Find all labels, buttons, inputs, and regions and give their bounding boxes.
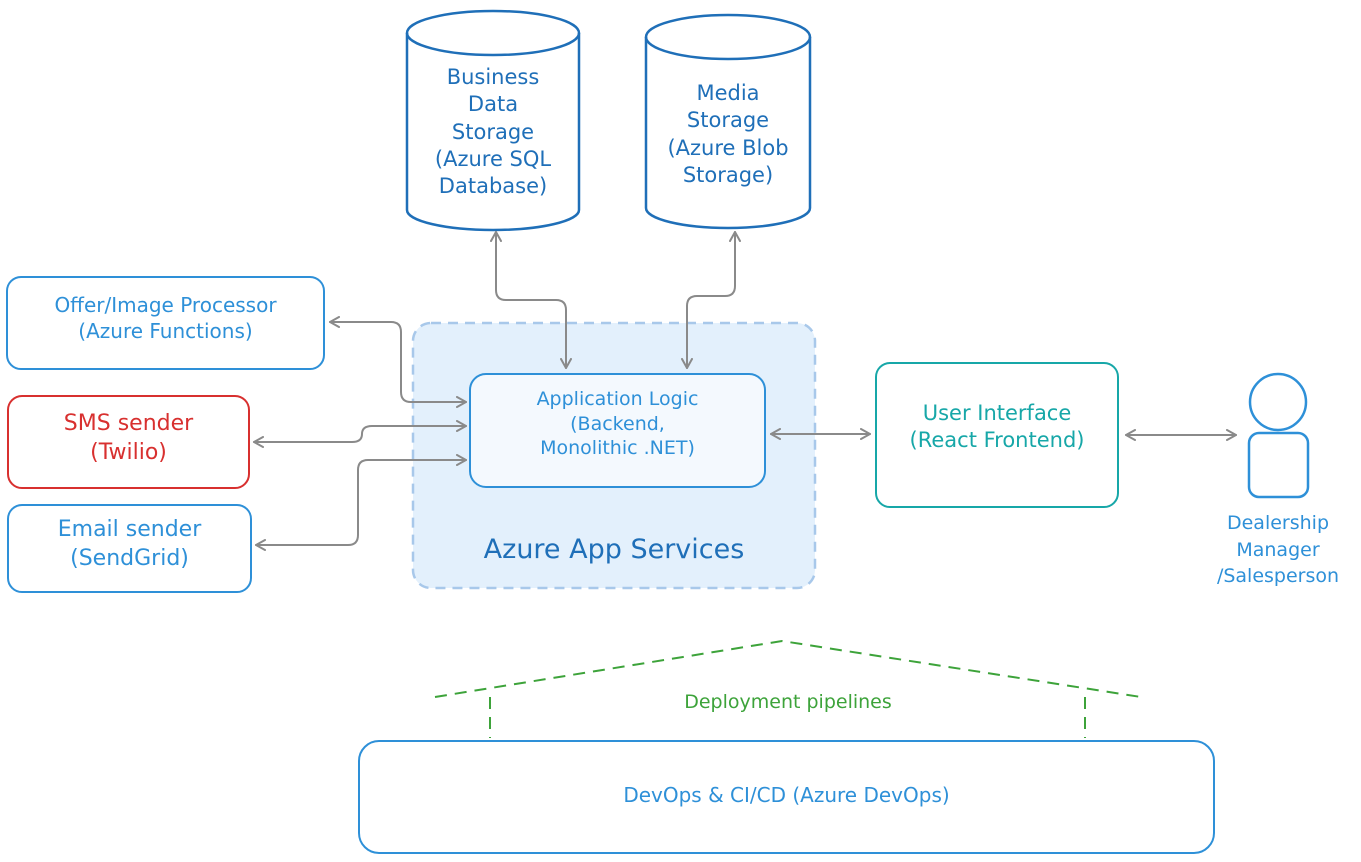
- sms-sender-line: SMS sender: [63, 411, 194, 436]
- email-sender-box: [7, 504, 252, 593]
- deployment-pipelines-label: Deployment pipelines: [588, 690, 988, 715]
- user-interface-box: [875, 362, 1119, 508]
- business-db-line: Business: [446, 65, 540, 89]
- user-interface-label: User Interface (React Frontend): [876, 400, 1118, 455]
- media-storage-label: Media Storage (Azure Blob Storage): [646, 80, 810, 189]
- devops-box: [358, 740, 1215, 854]
- arrow-email-sender-app-logic: [255, 454, 467, 551]
- actor-line: Dealership: [1226, 512, 1330, 534]
- offer-processor-line: (Azure Functions): [78, 319, 253, 343]
- azure-app-services-text: Azure App Services: [483, 534, 745, 565]
- user-interface-line: (React Frontend): [909, 428, 1085, 453]
- application-logic-box: [469, 373, 766, 488]
- offer-processor-box: [6, 276, 325, 370]
- azure-app-services-label: Azure App Services: [413, 532, 815, 567]
- devops-label: DevOps & CI/CD (Azure DevOps): [359, 782, 1214, 808]
- arrow-sms-sender-app-logic: [253, 420, 467, 448]
- user-interface-line: User Interface: [922, 401, 1072, 425]
- actor-line: /Salesperson: [1216, 565, 1340, 588]
- devops-text: DevOps & CI/CD (Azure DevOps): [623, 783, 950, 807]
- business-db-line: Data: [467, 92, 519, 117]
- application-logic-label: Application Logic (Backend, Monolithic .…: [470, 387, 765, 461]
- actor-icon: [1247, 372, 1310, 499]
- actor-line: Manager: [1236, 538, 1320, 561]
- offer-processor-label: Offer/Image Processor (Azure Functions): [7, 292, 324, 344]
- deployment-pipelines-connector: [434, 639, 1142, 738]
- email-sender-label: Email sender (SendGrid): [8, 516, 251, 573]
- actor-label: Dealership Manager /Salesperson: [1196, 510, 1360, 590]
- sms-sender-line: (Twilio): [90, 439, 167, 465]
- sms-sender-label: SMS sender (Twilio): [8, 410, 249, 467]
- arrow-business-db-app-logic: [490, 231, 572, 369]
- email-sender-line: Email sender: [57, 517, 202, 542]
- deployment-pipelines-text: Deployment pipelines: [684, 691, 892, 713]
- media-storage-cylinder: [644, 13, 812, 230]
- business-data-storage-cylinder: [405, 9, 581, 232]
- media-db-line: (Azure Blob: [667, 135, 789, 160]
- application-logic-line: Application Logic: [536, 388, 699, 410]
- business-db-line: Database): [438, 174, 548, 199]
- media-db-line: Storage: [686, 108, 770, 133]
- arrow-offer-processor-app-logic: [329, 316, 467, 408]
- email-sender-line: (SendGrid): [70, 545, 189, 571]
- offer-processor-line: Offer/Image Processor: [54, 293, 277, 317]
- sms-sender-box: [7, 395, 250, 489]
- business-data-storage-label: Business Data Storage (Azure SQL Databas…: [407, 64, 579, 200]
- business-db-line: (Azure SQL: [434, 146, 552, 171]
- media-db-line: Storage): [682, 162, 774, 187]
- application-logic-line: Monolithic .NET): [540, 437, 695, 460]
- arrow-media-db-app-logic: [681, 231, 741, 369]
- media-db-line: Media: [696, 81, 760, 105]
- business-db-line: Storage: [451, 119, 535, 144]
- application-logic-line: (Backend,: [570, 412, 665, 435]
